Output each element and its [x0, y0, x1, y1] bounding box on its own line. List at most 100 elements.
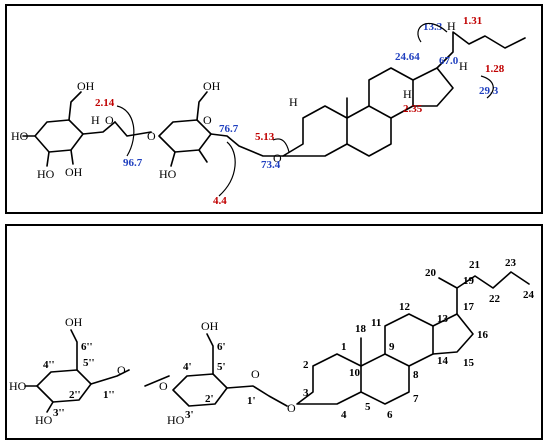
hmbc-arrow-3 [218, 141, 236, 197]
atom-o4: O [273, 151, 282, 165]
num-1: 1 [341, 341, 347, 353]
num-20: 20 [425, 267, 437, 279]
numbering-panel: OH HO HO OH HO O O O O 1 2 3 4 5 6 7 8 9… [5, 224, 543, 440]
aglycone-link [226, 385, 288, 407]
sugar-ring-terminal [34, 119, 84, 153]
atom-oh2: OH [201, 319, 219, 333]
num-13: 13 [437, 313, 449, 325]
aglycone-link [210, 133, 284, 157]
ring-b [346, 105, 392, 157]
blue-shift-4: 24.64 [395, 51, 420, 63]
numbered-structure-diagram: OH HO HO OH HO O O O O 1 2 3 4 5 6 7 8 9… [9, 257, 535, 427]
num-5pp: 5'' [83, 357, 95, 369]
atom-oh1: OH [65, 315, 83, 329]
atom-h4: H [447, 19, 456, 33]
num-18: 18 [355, 323, 367, 335]
atom-o1: O [105, 113, 114, 127]
num-14: 14 [437, 355, 449, 367]
num-5: 5 [365, 401, 371, 413]
num-24: 24 [523, 289, 535, 301]
num-1p: 1' [247, 395, 256, 407]
side-chain [436, 31, 526, 69]
ring-d [432, 313, 474, 355]
atom-oh-b: OH [77, 79, 95, 93]
num-22: 22 [489, 293, 501, 305]
atom-h2: H [289, 95, 298, 109]
num-2p: 2' [205, 393, 214, 405]
atom-o3: O [203, 113, 212, 127]
red-shift-5: 1.28 [485, 63, 505, 75]
atom-h5: H [459, 59, 468, 73]
num-7: 7 [413, 393, 419, 405]
ring-a [296, 353, 362, 405]
ring-o-bond [90, 369, 130, 385]
c6p-bond [206, 333, 214, 375]
num-6: 6 [387, 409, 393, 421]
num-5p: 5' [217, 361, 226, 373]
ring-o-bond [82, 121, 116, 135]
hmbc-arrow-5 [480, 75, 494, 99]
num-21: 21 [469, 259, 480, 271]
num-19: 19 [463, 275, 475, 287]
blue-shift-3: 73.4 [261, 159, 281, 171]
atom-o2: O [147, 129, 156, 143]
num-2pp: 2'' [69, 389, 81, 401]
red-shift-2: 5.13 [255, 131, 275, 143]
hmbc-arrow-4 [417, 22, 448, 43]
hmbc-arrow-2 [272, 138, 290, 153]
atom-ho2: HO [35, 413, 53, 427]
side-chain [438, 271, 530, 315]
glycosidic-bond [114, 121, 152, 137]
hmbc-arrow-1 [116, 105, 135, 157]
atom-ho-b: HO [37, 167, 55, 181]
num-2: 2 [303, 359, 309, 371]
atom-h1: H [91, 113, 100, 127]
ring-d [412, 67, 454, 107]
num-12: 12 [399, 301, 411, 313]
atom-oh-c: OH [203, 79, 221, 93]
red-shift-3: 2.35 [403, 103, 423, 115]
num-15: 15 [463, 357, 475, 369]
red-shift-6: 4.4 [213, 195, 227, 207]
num-3: 3 [303, 387, 309, 399]
ho-bond-2 [46, 151, 50, 167]
ring-c [368, 67, 414, 119]
num-6p: 6' [217, 341, 226, 353]
atom-ho-c: HO [159, 167, 177, 181]
num-1pp: 1'' [103, 389, 115, 401]
num-10: 10 [349, 367, 361, 379]
atom-ho1: HO [9, 379, 27, 393]
atom-h3: H [403, 87, 412, 101]
num-11: 11 [371, 317, 381, 329]
hmbc-correlation-panel: HO HO OH OH OH HO O O O O H H H H H 2.14… [5, 4, 543, 214]
num-6pp: 6'' [81, 341, 93, 353]
blue-shift-5: 67.0 [439, 55, 459, 67]
glycosidic-bond [144, 375, 170, 387]
sugar-ring-terminal [36, 369, 92, 403]
atom-ho-a: HO [11, 129, 29, 143]
atom-o1: O [117, 363, 126, 377]
ho-bond-3 [170, 151, 176, 167]
sugar-ring-inner [172, 373, 228, 407]
ring-a [282, 105, 348, 157]
num-3p: 3' [185, 409, 194, 421]
c6-bond [70, 329, 78, 371]
ch2oh-bond-2 [196, 91, 208, 121]
blue-shift-7: 29.3 [479, 85, 499, 97]
num-9: 9 [389, 341, 395, 353]
oh-bond-2 [198, 149, 208, 163]
ring-b [360, 353, 410, 405]
ho-bond-2 [46, 401, 54, 413]
atom-o4: O [287, 401, 296, 415]
red-shift-4: 1.31 [463, 15, 482, 27]
num-8: 8 [413, 369, 419, 381]
blue-shift-1: 96.7 [123, 157, 143, 169]
num-23: 23 [505, 257, 517, 269]
num-4: 4 [341, 409, 347, 421]
num-17: 17 [463, 301, 475, 313]
num-4p: 4' [183, 361, 192, 373]
hmbc-structure-diagram: HO HO OH OH OH HO O O O O H H H H H 2.14… [11, 15, 526, 207]
ch2oh-bond [68, 91, 82, 121]
num-4pp: 4'' [43, 359, 55, 371]
red-shift-1: 2.14 [95, 97, 115, 109]
